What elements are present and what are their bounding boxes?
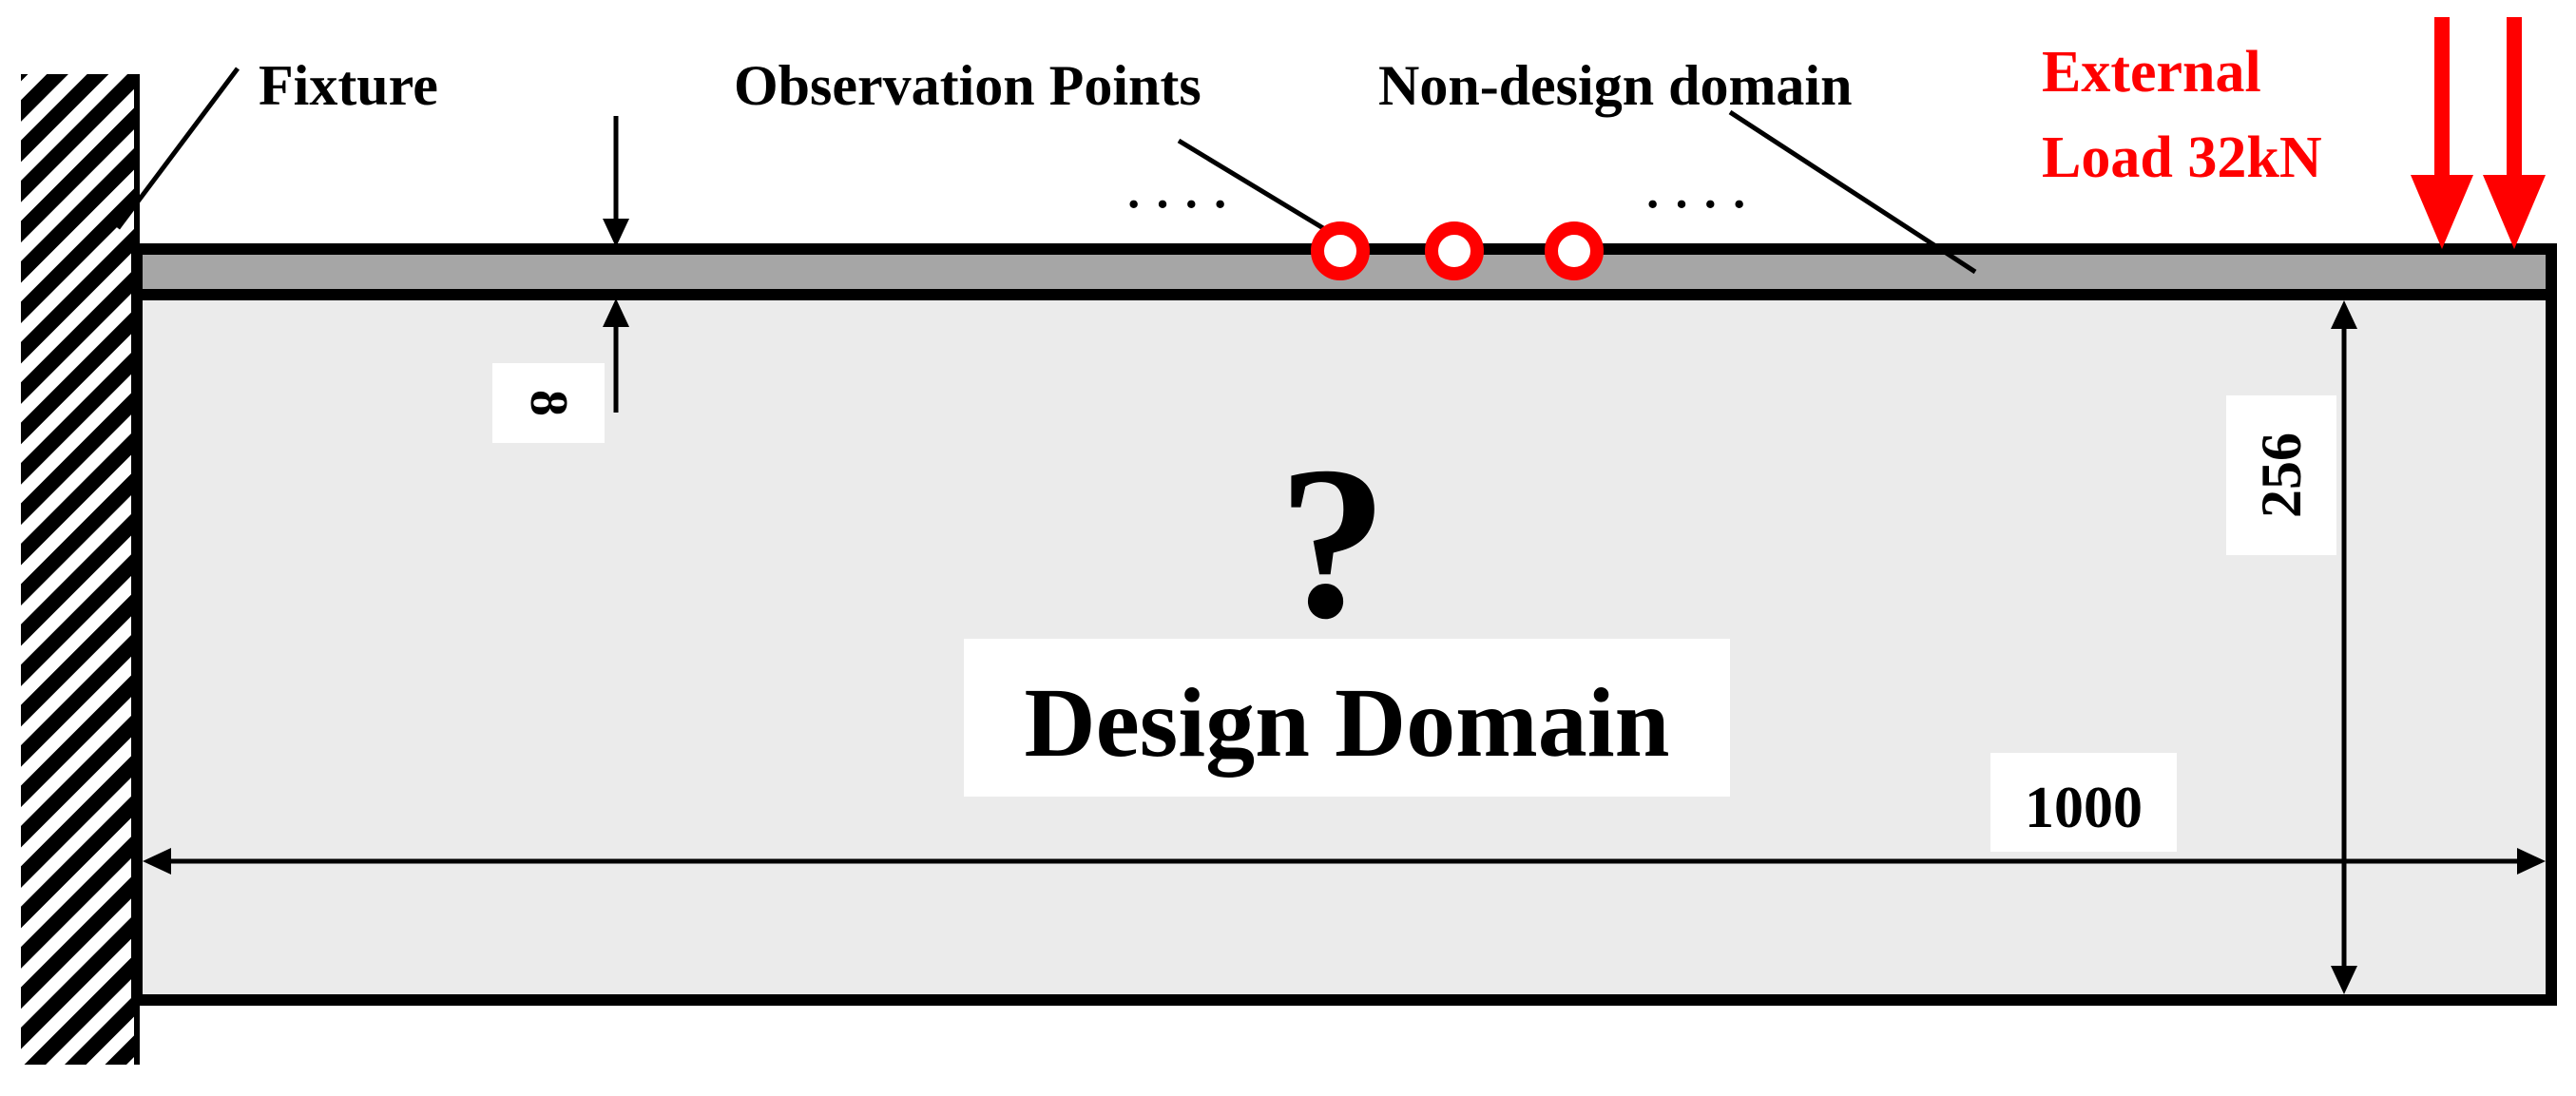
thickness-label: 8 — [519, 390, 578, 416]
width-dim-right-head — [2517, 848, 2546, 875]
load-arrow-1-shaft — [2434, 17, 2450, 188]
non-design-domain-label: Non-design domain — [1378, 54, 1852, 117]
non-design-leader-line — [1728, 109, 1977, 275]
height-label: 256 — [2250, 433, 2313, 518]
load-arrow-1-head — [2411, 175, 2473, 249]
width-dim-left-head — [143, 848, 171, 875]
load-arrow-2-shaft — [2507, 17, 2522, 188]
fixture-wall — [21, 74, 137, 1065]
height-dim-top-head — [2331, 300, 2357, 329]
load-arrow-2-head — [2483, 175, 2546, 249]
thickness-label-box — [492, 363, 605, 443]
height-dim-bottom-head — [2331, 966, 2357, 994]
thickness-arrow-bottom-head — [603, 298, 629, 327]
external-load-label-line1: External — [2042, 40, 2261, 105]
width-label-box — [1990, 753, 2177, 852]
observation-points-label: Observation Points — [734, 54, 1201, 117]
observation-point — [1545, 221, 1604, 280]
observation-point — [1425, 221, 1484, 280]
thickness-arrow-top-head — [603, 219, 629, 247]
design-domain-label-box — [964, 639, 1730, 797]
height-label-box — [2226, 395, 2336, 555]
design-domain-label: Design Domain — [1025, 668, 1670, 778]
observation-point — [1311, 221, 1370, 280]
width-label: 1000 — [2025, 776, 2143, 840]
question-mark: ? — [1278, 421, 1388, 663]
dots-left: · · · · — [1125, 178, 1228, 232]
observation-leader-line — [1177, 138, 1325, 231]
external-load-label-line2: Load 32kN — [2042, 125, 2322, 190]
fixture-leader-line — [116, 67, 240, 230]
dots-right: · · · · — [1644, 178, 1747, 232]
fixture-label: Fixture — [259, 54, 438, 117]
